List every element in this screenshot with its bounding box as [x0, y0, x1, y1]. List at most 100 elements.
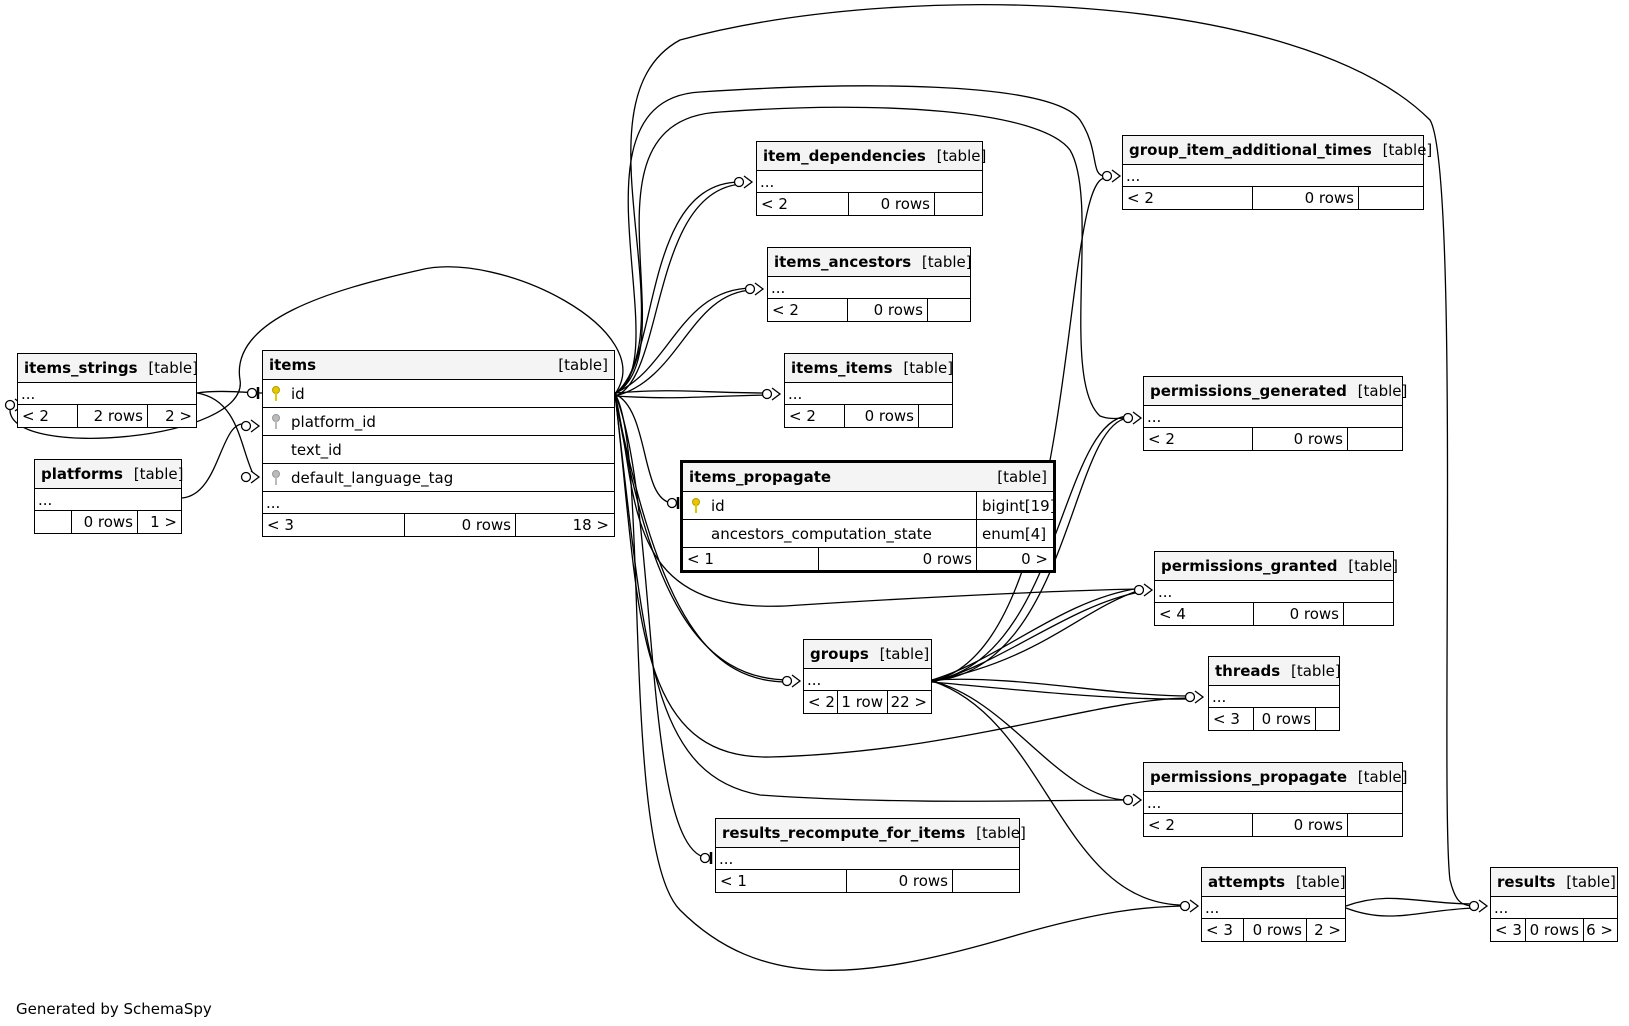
- table-permissions-propagate[interactable]: permissions_propagate [table] ... < 2 0 …: [1143, 762, 1407, 837]
- parents-count[interactable]: < 4: [1155, 603, 1254, 625]
- row-count: 0 rows: [847, 870, 953, 892]
- edge-groups-threads-2: [931, 681, 1191, 700]
- table-name: results: [1497, 873, 1556, 891]
- table-type: [table]: [1357, 768, 1408, 786]
- column-name: id: [291, 384, 305, 403]
- children-count[interactable]: [953, 870, 1019, 892]
- children-count[interactable]: [1348, 814, 1402, 836]
- column-row[interactable]: id: [263, 380, 614, 408]
- table-results-recompute-for-items[interactable]: results_recompute_for_items [table] ... …: [715, 818, 1026, 893]
- table-name: items_items: [791, 359, 893, 377]
- table-type: [table]: [1295, 873, 1346, 891]
- more-columns: ...: [263, 492, 614, 514]
- column-row[interactable]: default_language_tag: [263, 464, 614, 492]
- more-columns: ...: [768, 277, 970, 299]
- table-footer: < 2 0 rows: [768, 299, 970, 321]
- primary-key-icon: [683, 497, 709, 514]
- table-permissions-generated[interactable]: permissions_generated [table] ... < 2 0 …: [1143, 376, 1407, 451]
- children-count[interactable]: [928, 299, 970, 321]
- table-name: permissions_generated: [1150, 382, 1347, 400]
- children-count[interactable]: 1 >: [150, 513, 177, 531]
- children-count[interactable]: 18 >: [572, 516, 609, 534]
- row-count: 1 row: [838, 691, 888, 713]
- table-name: platforms: [41, 465, 123, 483]
- table-results[interactable]: results [table] ... < 3 0 rows 6 >: [1490, 867, 1618, 942]
- parents-count[interactable]: < 3: [1491, 919, 1526, 941]
- children-count[interactable]: 6 >: [1586, 921, 1613, 939]
- table-items-propagate[interactable]: items_propagate[table] id bigint[19] anc…: [680, 460, 1056, 573]
- parents-count[interactable]: < 2: [804, 691, 838, 713]
- children-count[interactable]: 2 >: [1314, 921, 1341, 939]
- more-columns: ...: [1144, 792, 1402, 814]
- children-count[interactable]: 0 >: [1021, 550, 1048, 568]
- parents-count[interactable]: < 3: [1202, 919, 1244, 941]
- parents-count[interactable]: < 2: [18, 405, 78, 427]
- column-row[interactable]: text_id: [263, 436, 614, 464]
- edge-groups-permissions-generated-2: [931, 417, 1129, 682]
- table-header: results_recompute_for_items [table]: [716, 819, 1026, 848]
- edge-items-items-propagate: [614, 393, 673, 504]
- row-count: 0 rows: [819, 548, 977, 570]
- table-items-ancestors[interactable]: items_ancestors [table] ... < 2 0 rows: [767, 247, 972, 322]
- parents-count[interactable]: < 2: [1123, 187, 1253, 209]
- edge-attempts-results: [1345, 897, 1475, 907]
- table-footer: < 3 0 rows 2 >: [1202, 919, 1345, 941]
- column-name: platform_id: [291, 412, 376, 431]
- parents-count[interactable]: < 2: [768, 299, 848, 321]
- table-type: [table]: [1348, 557, 1398, 575]
- edge-groups-group-item-additional-times: [931, 177, 1106, 682]
- row-count: 0 rows: [1253, 187, 1359, 209]
- table-footer: 0 rows 1 >: [35, 511, 181, 533]
- parents-count[interactable]: [35, 511, 72, 533]
- table-type: [table]: [1382, 141, 1433, 159]
- table-permissions-granted[interactable]: permissions_granted [table] ... < 4 0 ro…: [1154, 551, 1398, 626]
- table-items-strings[interactable]: items_strings [table] ... < 2 2 rows 2 >: [17, 353, 198, 428]
- children-count[interactable]: [1316, 708, 1339, 730]
- table-footer: < 3 0 rows: [1209, 708, 1339, 730]
- more-columns: ...: [785, 383, 952, 405]
- children-count[interactable]: 2 >: [165, 407, 192, 425]
- table-name: items_strings: [24, 359, 138, 377]
- children-count[interactable]: [935, 193, 981, 215]
- parents-count[interactable]: < 2: [1144, 428, 1253, 450]
- row-count: 0 rows: [848, 299, 928, 321]
- children-count[interactable]: [919, 405, 952, 427]
- table-header: groups [table]: [804, 640, 931, 669]
- table-header: threads [table]: [1209, 657, 1341, 686]
- edge-groups-threads: [931, 678, 1191, 697]
- column-row[interactable]: id bigint[19]: [683, 492, 1056, 520]
- table-footer: < 2 1 row 22 >: [804, 691, 931, 713]
- table-header: group_item_additional_times [table]: [1123, 136, 1432, 165]
- table-threads[interactable]: threads [table] ... < 3 0 rows: [1208, 656, 1341, 731]
- table-groups[interactable]: groups [table] ... < 2 1 row 22 >: [803, 639, 932, 714]
- table-footer: < 3 0 rows 6 >: [1491, 919, 1617, 941]
- parents-count[interactable]: < 1: [716, 870, 847, 892]
- edge-items-items-items: [614, 390, 771, 394]
- table-item-dependencies[interactable]: item_dependencies [table] ... < 2 0 rows: [756, 141, 986, 216]
- parents-count[interactable]: < 2: [785, 405, 845, 427]
- children-count[interactable]: [1344, 603, 1393, 625]
- column-row[interactable]: platform_id: [263, 408, 614, 436]
- table-type: [table]: [1357, 382, 1408, 400]
- column-row[interactable]: ancestors_computation_state enum[4]: [683, 520, 1053, 548]
- parents-count[interactable]: < 1: [683, 548, 819, 570]
- row-count: 0 rows: [72, 511, 138, 533]
- edge-groups-permissions-granted-3: [931, 589, 1141, 682]
- table-items-items[interactable]: items_items [table] ... < 2 0 rows: [784, 353, 953, 428]
- table-platforms[interactable]: platforms [table] ... 0 rows 1 >: [34, 459, 183, 534]
- children-count[interactable]: [1359, 187, 1423, 209]
- table-attempts[interactable]: attempts [table] ... < 3 0 rows 2 >: [1201, 867, 1346, 942]
- more-columns: ...: [35, 489, 181, 511]
- children-count[interactable]: 22 >: [890, 693, 927, 711]
- row-count: 0 rows: [1253, 428, 1348, 450]
- parents-count[interactable]: < 3: [1209, 708, 1254, 730]
- edge-items-group-item-additional-times: [614, 85, 1106, 395]
- edge-items-item-dependencies-2: [614, 183, 743, 397]
- parents-count[interactable]: < 3: [263, 514, 405, 536]
- parents-count[interactable]: < 2: [757, 193, 849, 215]
- table-items[interactable]: items[table] id platform_id text_id defa…: [262, 350, 615, 537]
- table-group-item-additional-times[interactable]: group_item_additional_times [table] ... …: [1122, 135, 1432, 210]
- column-name: text_id: [291, 440, 342, 459]
- parents-count[interactable]: < 2: [1144, 814, 1253, 836]
- children-count[interactable]: [1348, 428, 1402, 450]
